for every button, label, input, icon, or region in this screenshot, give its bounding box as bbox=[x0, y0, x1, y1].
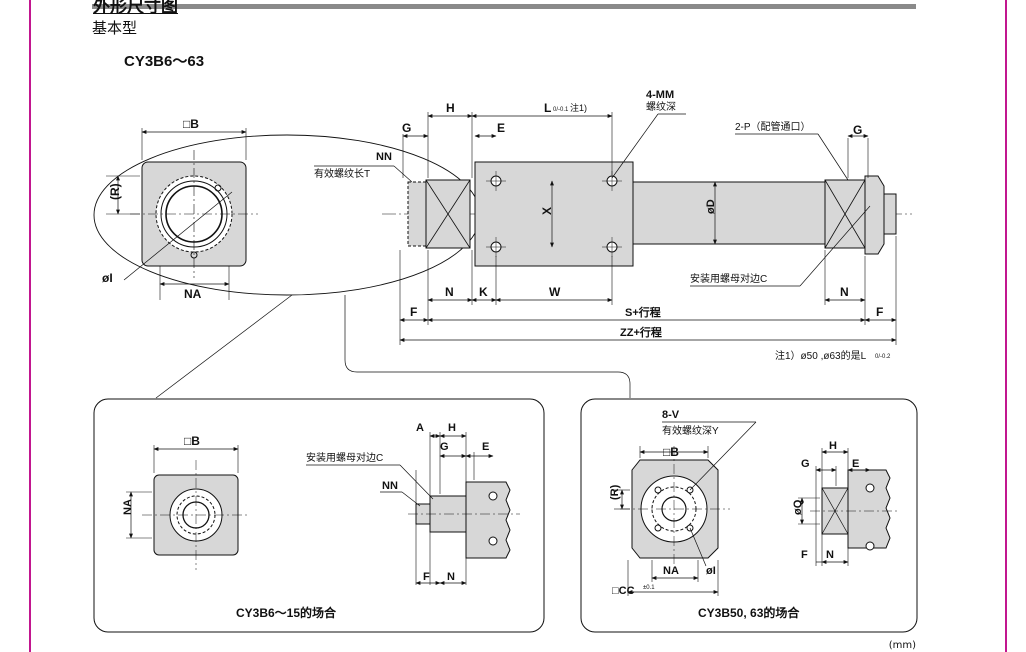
side-s-label: S+行程 bbox=[625, 305, 661, 319]
large-g-label: G bbox=[801, 458, 810, 470]
side-l-tolerance: 0/-0.1 bbox=[553, 107, 569, 113]
large-r-label: (R) bbox=[609, 484, 621, 500]
large-i-label: øI bbox=[706, 565, 716, 577]
large-h-label: H bbox=[829, 440, 837, 452]
side-mm-desc: 螺纹深 bbox=[646, 100, 676, 113]
large-e-label: E bbox=[852, 458, 859, 470]
large-na-label: NA bbox=[663, 565, 679, 577]
side-f-right-label: F bbox=[876, 305, 883, 319]
side-f-left-label: F bbox=[410, 305, 417, 319]
small-h-label: H bbox=[448, 422, 456, 434]
large-v-desc: 有效螺纹深Y bbox=[662, 424, 719, 437]
small-nut-label: 安装用螺母对边C bbox=[306, 451, 383, 464]
small-n-label: N bbox=[447, 571, 455, 583]
side-e-label: E bbox=[497, 121, 505, 135]
side-p-label: 2-P（配管通口） bbox=[735, 120, 811, 133]
model-name: CY3B6～63 bbox=[124, 53, 205, 70]
side-l-label: L bbox=[544, 101, 551, 115]
side-d-label: øD bbox=[705, 199, 717, 214]
small-na-label: NA bbox=[122, 499, 134, 515]
large-n-label: N bbox=[826, 549, 834, 561]
large-cc-tolerance: ±0.1 bbox=[643, 585, 655, 591]
small-caption: CY3B6～15的场合 bbox=[236, 605, 337, 620]
side-view bbox=[314, 112, 912, 345]
side-mm-label: 4-MM bbox=[646, 89, 674, 101]
unit-label: (mm) bbox=[888, 640, 916, 651]
large-q-label: øQ bbox=[792, 499, 804, 515]
side-h-label: H bbox=[446, 101, 455, 115]
side-zz-label: ZZ+行程 bbox=[620, 325, 662, 339]
side-n-left-label: N bbox=[445, 285, 454, 299]
end-view-i-label: øI bbox=[102, 271, 113, 285]
side-g-left-label: G bbox=[402, 121, 411, 135]
side-w-label: W bbox=[549, 285, 561, 299]
small-e-label: E bbox=[482, 441, 489, 453]
subtitle: 基本型 bbox=[92, 19, 138, 37]
side-x-label: X bbox=[540, 207, 554, 215]
detail-box-large bbox=[580, 398, 918, 633]
end-view bbox=[93, 128, 631, 399]
left-frame-line bbox=[29, 0, 31, 652]
detail-box-small bbox=[93, 398, 545, 633]
side-k-label: K bbox=[479, 285, 488, 299]
right-frame-line bbox=[1005, 0, 1007, 652]
side-nn-label: NN bbox=[376, 151, 392, 163]
large-f-label: F bbox=[801, 549, 808, 561]
large-v-label: 8-V bbox=[662, 409, 680, 421]
large-cc-label: □CC bbox=[612, 585, 635, 597]
small-f-label: F bbox=[423, 571, 430, 583]
side-n-right-label: N bbox=[840, 285, 849, 299]
side-nut-label: 安装用螺母对边C bbox=[690, 272, 767, 285]
section-header-bar bbox=[92, 4, 916, 9]
side-nn-desc: 有效螺纹长T bbox=[314, 167, 370, 180]
end-view-r-label: (R) bbox=[108, 183, 122, 200]
side-g-right-label: G bbox=[853, 123, 862, 137]
large-b-label: □B bbox=[663, 445, 679, 459]
small-b-label: □B bbox=[184, 434, 200, 448]
small-a-label: A bbox=[416, 422, 424, 434]
small-nn-label: NN bbox=[382, 480, 398, 492]
end-view-na-label: NA bbox=[184, 287, 202, 301]
end-view-b-label: □B bbox=[183, 117, 199, 131]
section-title: 外形尺寸图 bbox=[93, 0, 178, 17]
large-caption: CY3B50, 63的场合 bbox=[698, 605, 800, 620]
note-1-tolerance: 0/-0.2 bbox=[875, 354, 891, 360]
small-g-label: G bbox=[440, 441, 449, 453]
side-l-note: 注1) bbox=[570, 102, 587, 113]
note-1: 注1）ø50 ,ø63的是L bbox=[775, 349, 867, 362]
